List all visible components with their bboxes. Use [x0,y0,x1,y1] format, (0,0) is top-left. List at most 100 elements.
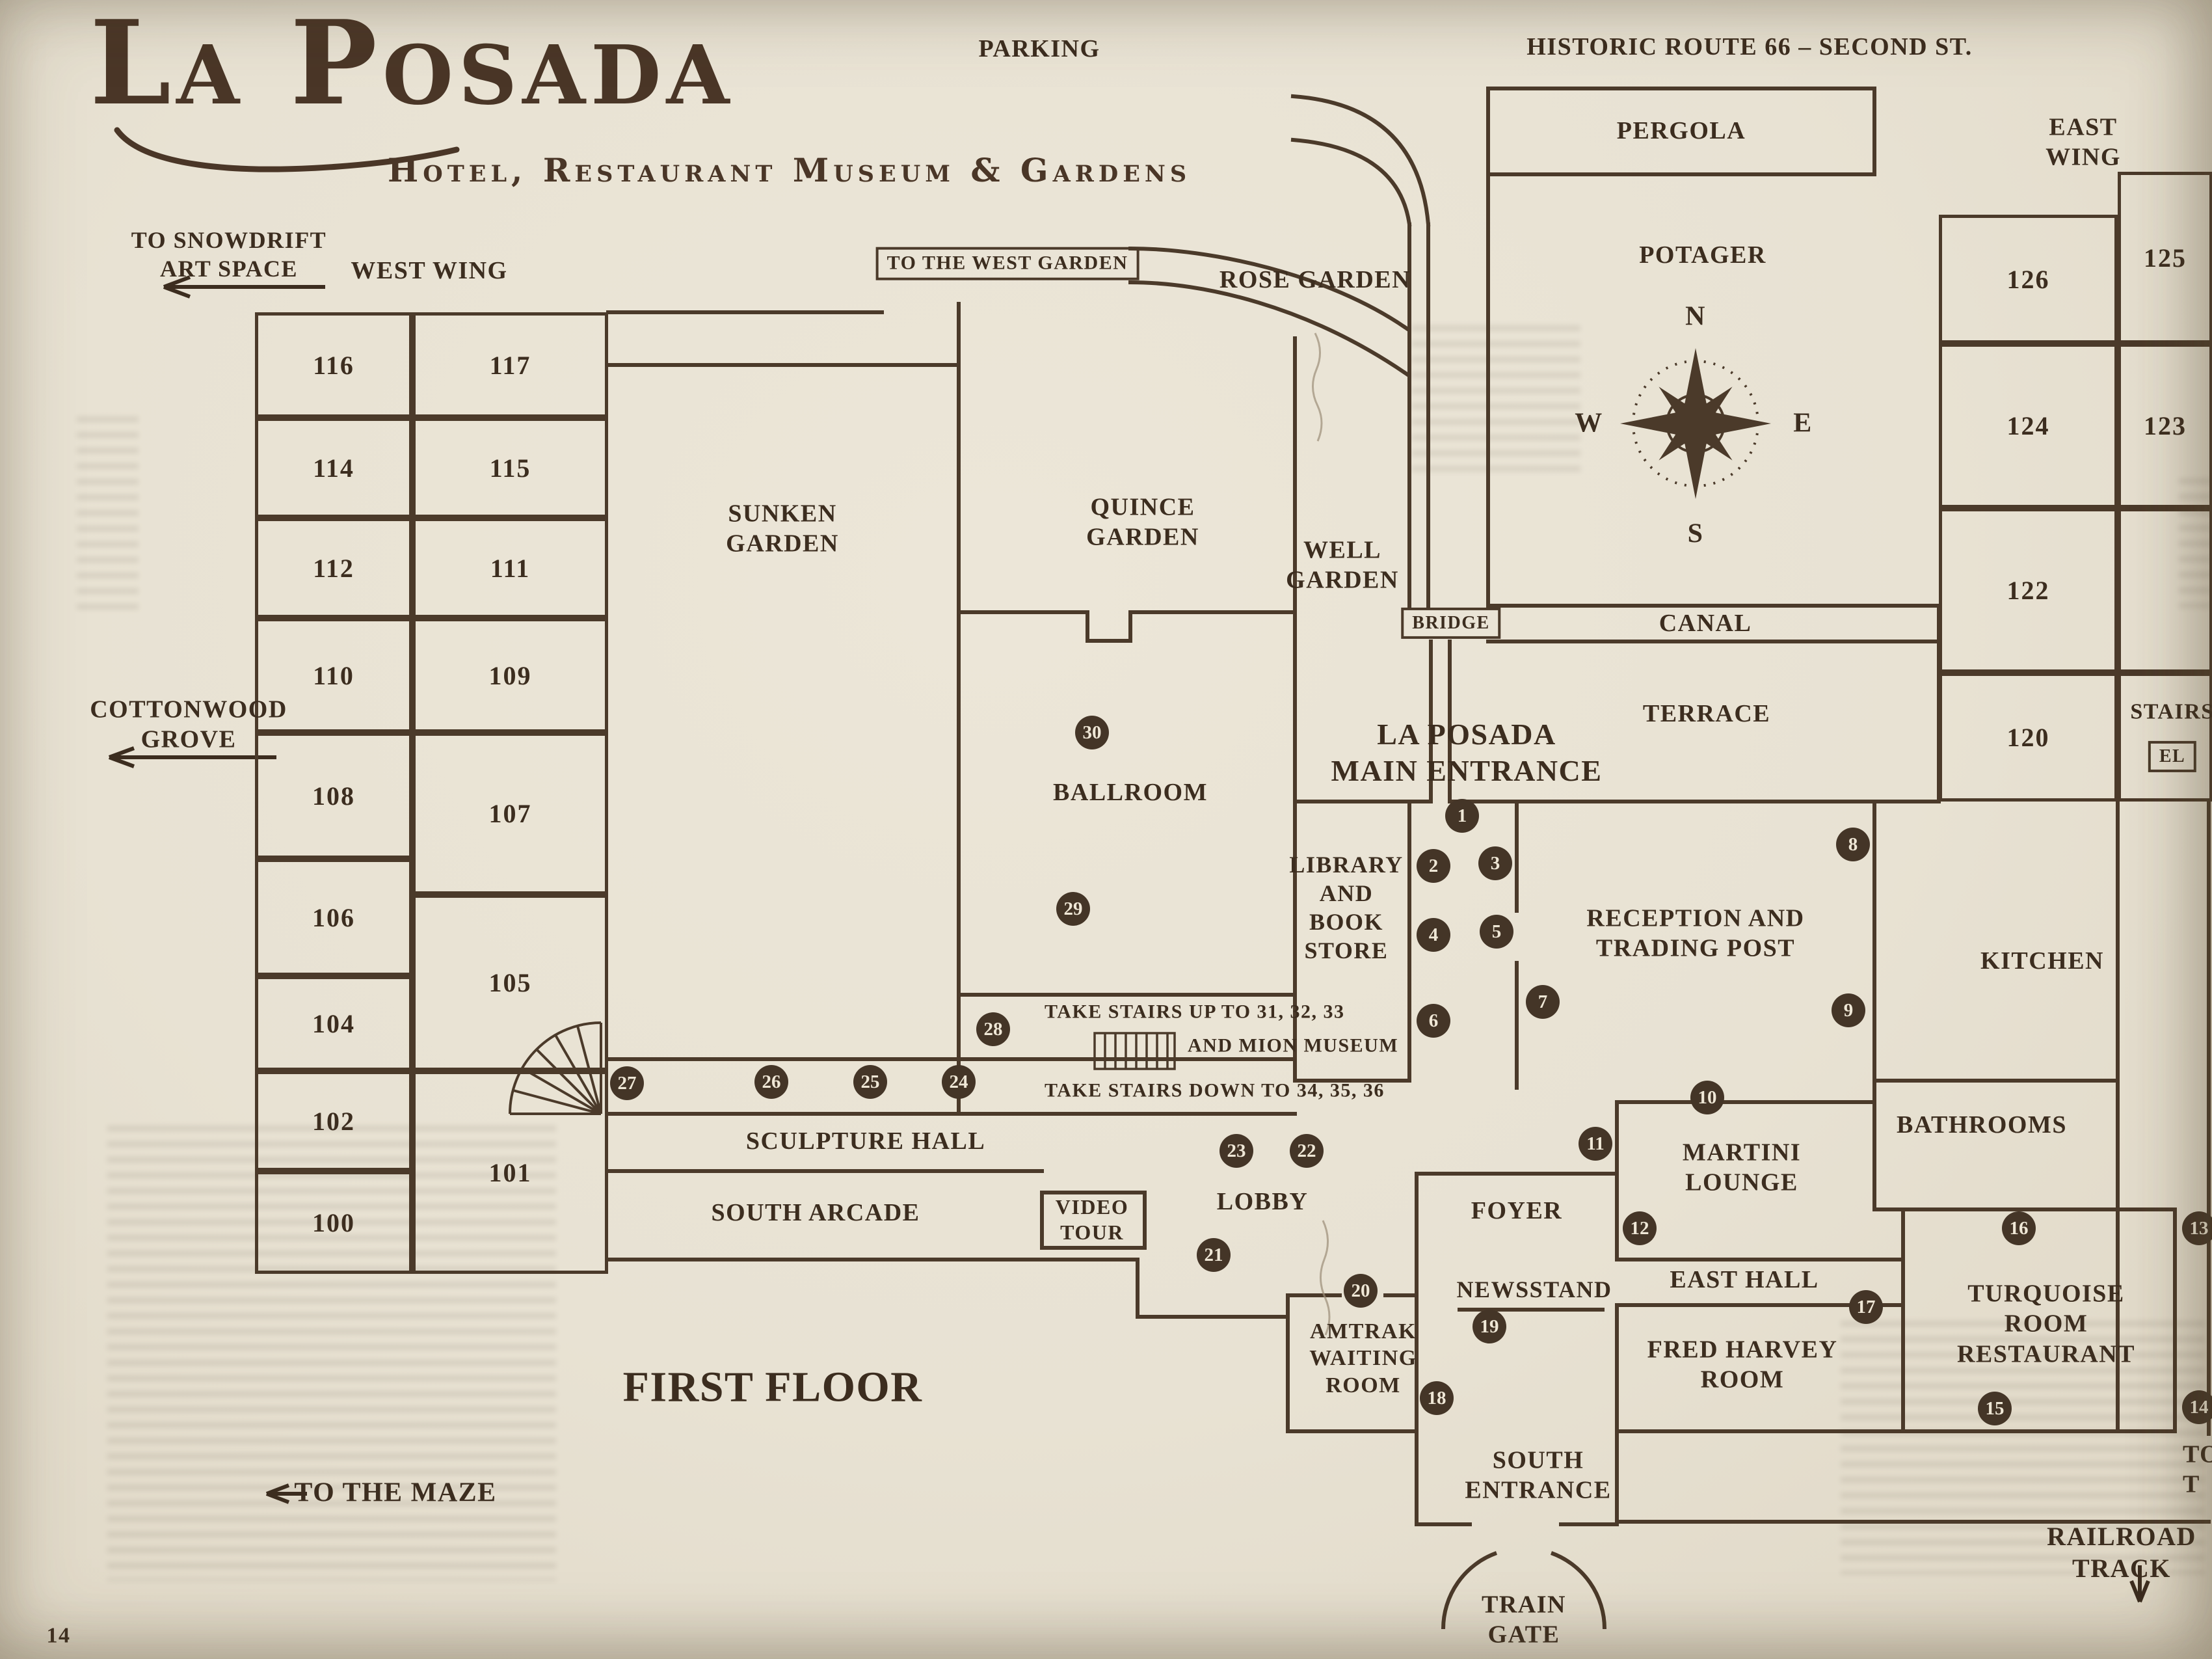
label-foyer: FOYER [1471,1196,1563,1224]
label-reception-and-trading-post: RECEPTION AND TRADING POST [1586,904,1805,962]
room-102: 102 [255,1071,412,1171]
map-marker-14: 14 [2182,1390,2212,1424]
map-marker-3: 3 [1478,846,1512,880]
brand-title: La Posada [90,0,735,131]
label-rose-garden: ROSE GARDEN [1219,265,1411,293]
map-marker-5: 5 [1480,915,1513,949]
label-bathrooms: BATHROOMS [1897,1111,2067,1139]
map-marker-29: 29 [1056,892,1090,926]
arrow-to-snowdrift [163,275,325,299]
room-cell [2118,673,2212,802]
label-route-66: HISTORIC ROUTE 66 – SECOND ST. [1526,33,1973,61]
label-compass-w: W [1575,408,1603,438]
map-marker-27: 27 [610,1066,644,1100]
label-west-wing: WEST WING [351,256,508,284]
map-marker-23: 23 [1219,1134,1253,1168]
label-and-mion-museum: AND MION MUSEUM [1188,1034,1399,1057]
label-amtrak-waiting-room: AMTRAK WAITING ROOM [1309,1319,1417,1397]
room-115: 115 [412,418,608,518]
map-marker-30: 30 [1075,716,1109,749]
label-south-entrance: SOUTH ENTRANCE [1465,1446,1612,1504]
label-stairs-east-wing: STAIRS [2130,699,2212,724]
map-marker-7: 7 [1526,985,1560,1019]
room-125: 125 [2118,172,2212,344]
label-newsstand: NEWSSTAND [1456,1276,1612,1303]
map-marker-28: 28 [976,1012,1010,1046]
room-111: 111 [412,518,608,618]
room-126: 126 [1939,215,2118,344]
map-marker-19: 19 [1472,1310,1506,1343]
label-compass-s: S [1687,519,1704,549]
label-to-t-cutoff: TO T [2183,1440,2212,1498]
binding-marks [1312,332,1331,1336]
label-east-hall: EAST HALL [1670,1265,1819,1293]
map-marker-26: 26 [754,1065,788,1099]
room-110: 110 [255,618,412,733]
label-compass-e: E [1793,408,1813,438]
room-cell [2118,508,2212,673]
brand-subtitle: Hotel, Restaurant Museum & Gardens [388,151,1192,189]
map-marker-2: 2 [1417,849,1450,883]
compass-rose-icon [1620,348,1771,499]
map-marker-21: 21 [1197,1238,1231,1272]
spiral-stair-icon [509,1021,602,1115]
label-potager: POTAGER [1639,241,1766,269]
label-east-wing: EAST WING [2045,113,2121,171]
direction-arrows [108,275,2150,1603]
room-124: 124 [1939,344,2118,508]
room-105: 105 [412,895,608,1071]
room-120: 120 [1939,673,2118,802]
label-to-the-maze: TO THE MAZE [294,1477,497,1508]
label-parking: PARKING [978,34,1100,62]
arrow-to-maze [265,1483,307,1504]
map-marker-11: 11 [1579,1127,1612,1161]
map-marker-16: 16 [2002,1211,2036,1245]
label-martini-lounge: MARTINI LOUNGE [1682,1139,1802,1196]
label-pergola: PERGOLA [1616,116,1746,144]
map-marker-8: 8 [1836,828,1870,861]
label-elevator: EL [2148,740,2197,773]
map-marker-18: 18 [1420,1381,1454,1415]
room-100: 100 [255,1171,412,1274]
label-well-garden: WELL GARDEN [1286,536,1399,594]
label-ballroom: BALLROOM [1053,778,1208,806]
arrow-railroad [2129,1565,2150,1603]
label-take-stairs-up: TAKE STAIRS UP TO 31, 32, 33 [1045,1001,1345,1023]
label-bridge: BRIDGE [1401,607,1501,640]
label-sunken-garden: SUNKEN GARDEN [726,500,839,558]
label-fred-harvey-room: FRED HARVEY ROOM [1647,1336,1838,1394]
map-marker-17: 17 [1849,1290,1883,1324]
train-gate-arc [1441,1551,1607,1630]
room-106: 106 [255,859,412,976]
label-lobby: LOBBY [1216,1187,1309,1215]
label-kitchen: KITCHEN [1980,947,2104,975]
label-south-arcade: SOUTH ARCADE [711,1198,920,1226]
room-101: 101 [412,1071,608,1274]
label-quince-garden: QUINCE GARDEN [1086,493,1199,551]
label-video-tour: VIDEO TOUR [1055,1194,1129,1244]
label-page-number: 14 [46,1623,71,1648]
map-marker-4: 4 [1417,918,1450,952]
room-117: 117 [412,312,608,418]
room-112: 112 [255,518,412,618]
map-marker-1: 1 [1445,799,1479,833]
map-marker-12: 12 [1623,1211,1657,1245]
room-108: 108 [255,733,412,859]
map-marker-10: 10 [1690,1081,1724,1114]
label-take-stairs-down: TAKE STAIRS DOWN TO 34, 35, 36 [1045,1079,1385,1101]
label-terrace: TERRACE [1642,699,1771,727]
map-marker-20: 20 [1344,1274,1378,1308]
room-109: 109 [412,618,608,733]
room-107: 107 [412,733,608,895]
map-marker-6: 6 [1417,1004,1450,1038]
room-123: 123 [2118,344,2212,508]
map-marker-25: 25 [853,1065,887,1099]
room-104: 104 [255,976,412,1071]
label-library-and-book-store: LIBRARY AND BOOK STORE [1289,852,1404,964]
label-to-the-west-garden: TO THE WEST GARDEN [875,247,1139,280]
arrow-to-cottonwood [108,746,276,768]
label-first-floor: FIRST FLOOR [622,1363,923,1411]
logo-swash [114,127,460,172]
